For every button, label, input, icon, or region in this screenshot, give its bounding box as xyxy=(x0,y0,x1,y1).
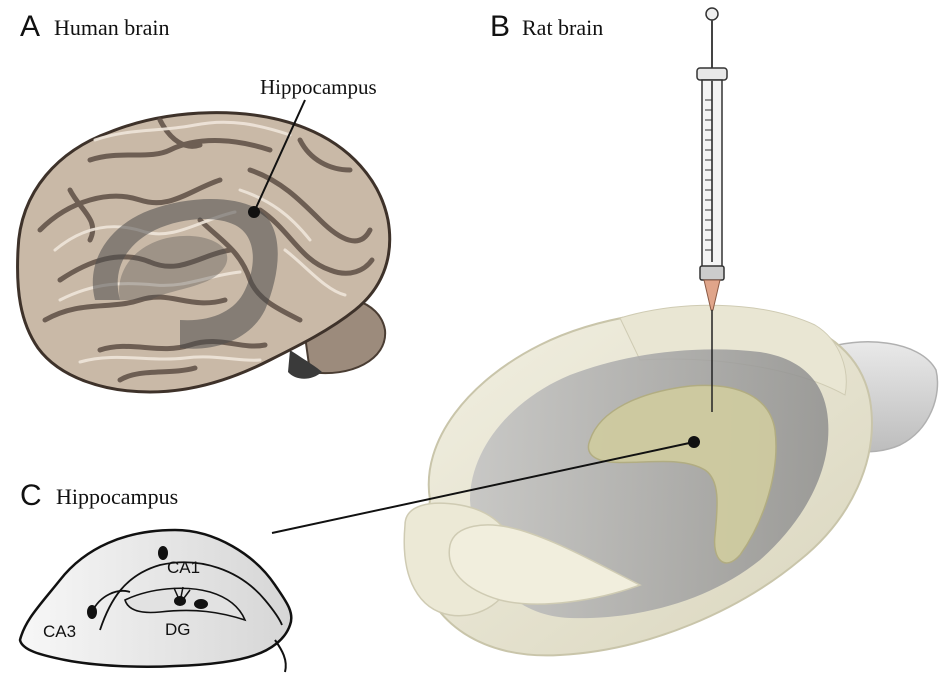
panel-a-letter: A xyxy=(20,10,40,43)
panel-b-letter: B xyxy=(490,10,510,43)
dg-label: DG xyxy=(165,620,191,639)
panel-a-title: Human brain xyxy=(54,15,169,40)
hippocampus-callout-dot xyxy=(248,206,260,218)
ca3-label: CA3 xyxy=(43,622,76,641)
syringe-plunger-head xyxy=(706,8,718,20)
syringe-hub xyxy=(700,266,724,280)
panel-c: C Hippocampus CA1 CA3 DG xyxy=(20,479,291,672)
panel-c-letter: C xyxy=(20,479,42,512)
syringe-flange xyxy=(697,68,727,80)
human-brain-illustration xyxy=(18,113,390,392)
hippocampus-callout-label: Hippocampus xyxy=(260,75,377,99)
rat-brain-illustration xyxy=(404,305,937,655)
panel-c-title: Hippocampus xyxy=(56,484,178,509)
panel-a: A Human brain xyxy=(18,10,390,392)
panel-b-title: Rat brain xyxy=(522,15,603,40)
ca1-label: CA1 xyxy=(167,558,200,577)
hippocampus-section: CA1 CA3 DG xyxy=(20,530,291,672)
dg-granule-cell xyxy=(194,599,208,609)
ca3-neuron xyxy=(87,605,97,619)
